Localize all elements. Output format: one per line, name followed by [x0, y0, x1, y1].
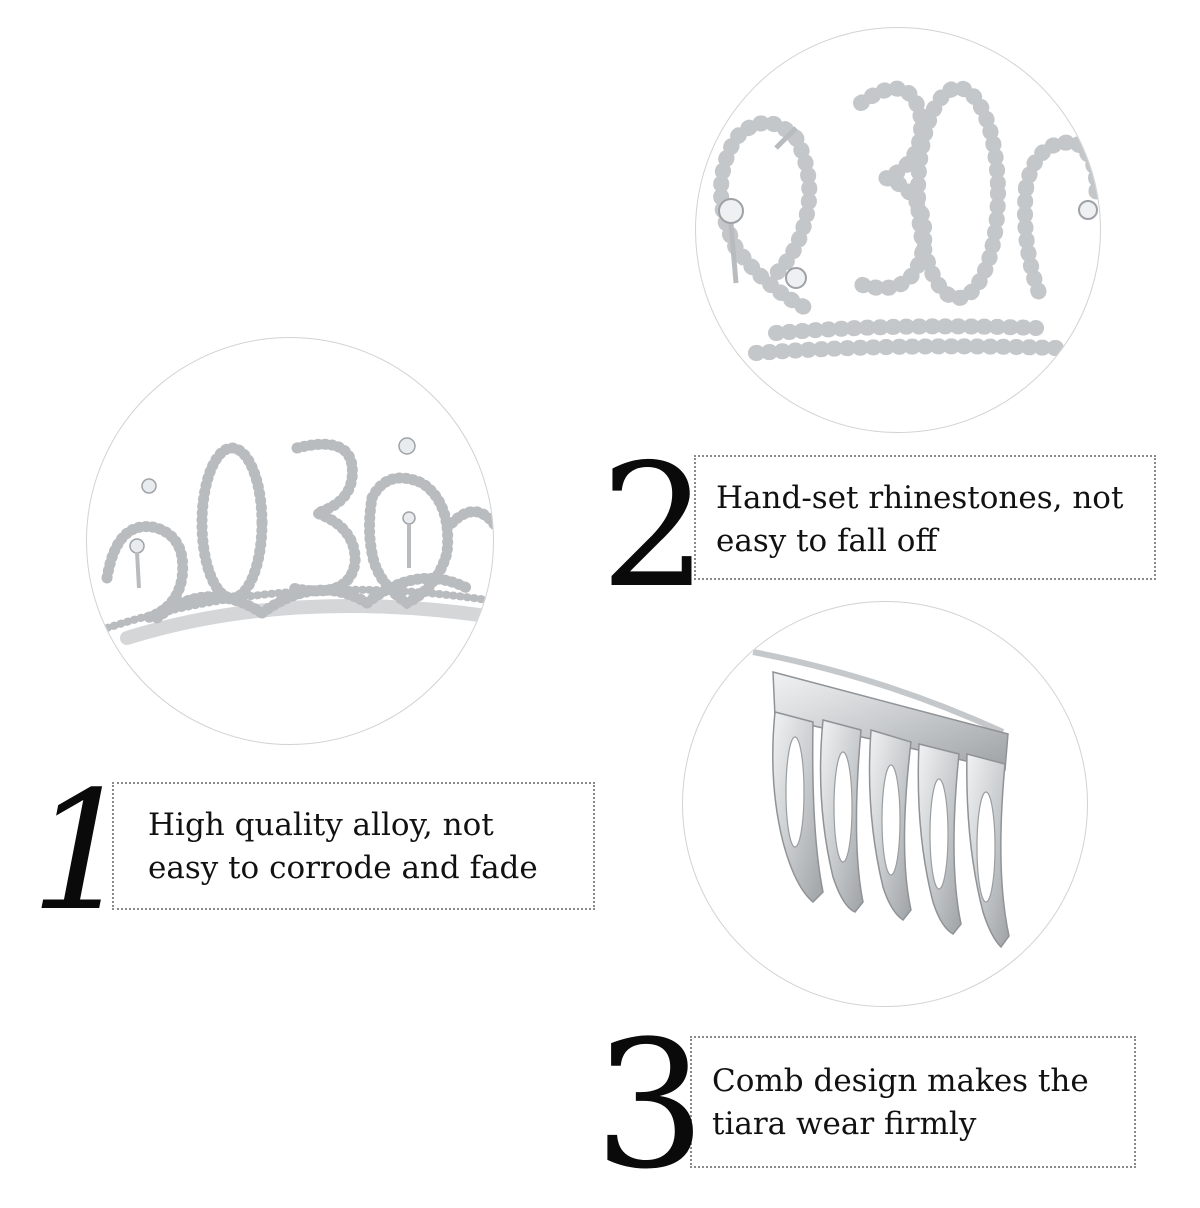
rhinestone-closeup-image: [695, 27, 1101, 433]
feature-3-number: 3: [594, 1003, 706, 1208]
feature-2-callout-box: Hand-set rhinestones, not easy to fall o…: [694, 455, 1156, 580]
feature-1-number: 1: [30, 756, 135, 947]
feature-3-line-1: Comb design makes the: [712, 1063, 1089, 1099]
rhinestone-illustration: [713, 80, 1100, 361]
feature-3-line-2: tiara wear firmly: [712, 1106, 977, 1142]
feature-1-line-1: High quality alloy, not: [148, 807, 494, 843]
feature-2-line-2: easy to fall off: [716, 523, 938, 559]
comb-illustration: [752, 649, 1010, 949]
feature-3-callout-box: Comb design makes the tiara wear firmly: [690, 1036, 1136, 1168]
feature-2-number: 2: [600, 428, 709, 626]
feature-1-callout-box: High quality alloy, not easy to corrode …: [112, 782, 595, 910]
tiara-closeup-illustration: [101, 437, 493, 645]
feature-1-line-2: easy to corrode and fade: [148, 850, 538, 886]
feature-2-line-1: Hand-set rhinestones, not: [716, 480, 1124, 516]
comb-closeup-image: [682, 601, 1088, 1007]
tiara-front-closeup-image: [86, 337, 494, 745]
